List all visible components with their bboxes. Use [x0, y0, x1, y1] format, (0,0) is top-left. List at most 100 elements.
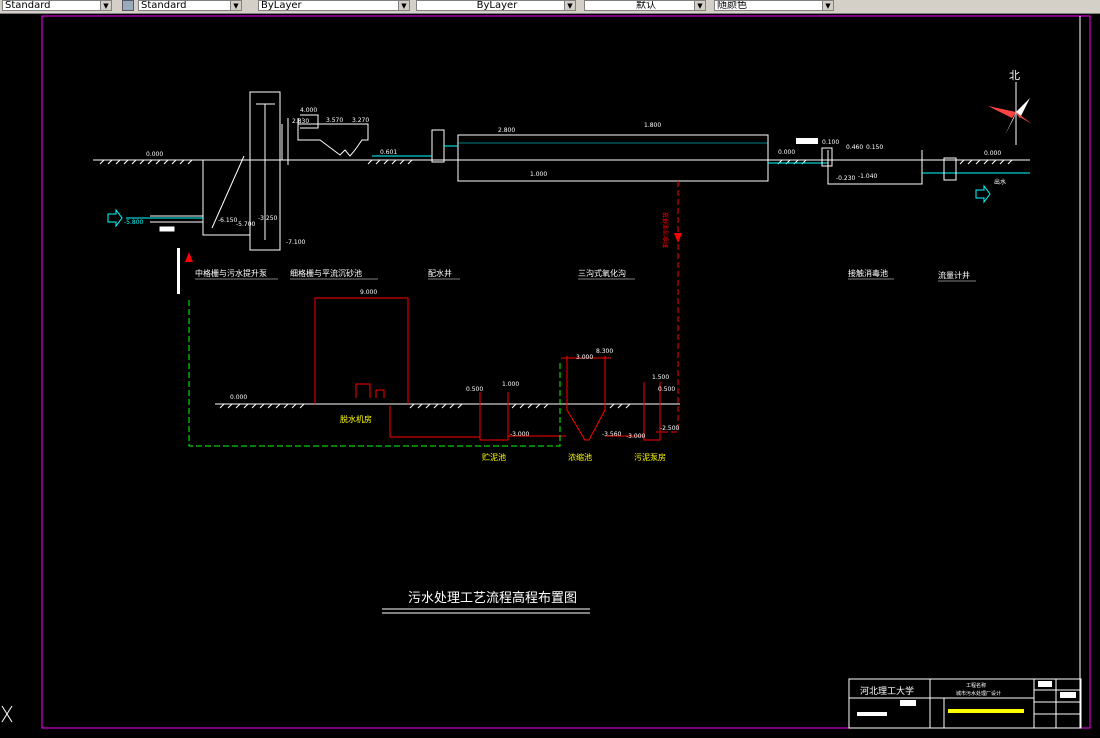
return-marker [177, 248, 180, 294]
title-block-school: 河北理工大学 [860, 685, 914, 697]
plot-style-value: 随颜色 [717, 0, 747, 11]
elev-27: 8.300 [596, 348, 613, 355]
dimension-style-icon[interactable] [122, 0, 134, 11]
chevron-down-icon[interactable]: ▼ [100, 1, 111, 10]
sludge-pipes [389, 406, 644, 438]
linetype-value: ByLayer [261, 0, 302, 11]
label-grit-chamber: 细格栅与平流沉砂池 [290, 268, 362, 278]
elev-9: 3.270 [352, 117, 369, 124]
color-select[interactable]: 默认 ▼ [584, 0, 706, 11]
ground-line-lower [215, 403, 680, 409]
elev-19: -0.230 [836, 175, 856, 182]
unit-sludge-pump-house [643, 382, 661, 441]
label-sludge-pump-house: 污泥泵房 [634, 452, 666, 462]
elev-21: 0.000 [984, 150, 1001, 157]
label-thickener: 浓缩池 [568, 452, 592, 462]
linetype-select[interactable]: ByLayer ▼ [258, 0, 410, 11]
elev-11: 0.601 [380, 149, 397, 156]
sludge-waste-label: 剩余污泥排放 [662, 212, 670, 248]
label-distribution-well: 配水井 [428, 268, 452, 278]
unit-grit-chamber [297, 114, 369, 157]
north-label: 北 [1009, 69, 1020, 82]
unit-contact-tank [827, 150, 923, 185]
chevron-down-icon[interactable]: ▼ [564, 1, 575, 10]
elev-7: 4.000 [300, 107, 317, 114]
return-flow-arrow-icon [185, 252, 193, 262]
elev-16: 0.100 [822, 139, 839, 146]
drawing-canvas[interactable]: 北 剩余污泥排放 中格栅与污水提升泵 细格栅与平流沉砂池 配水井 三沟式氧化沟 … [0, 13, 1100, 738]
elev-3: -6.150 [218, 217, 238, 224]
elev-14: 1.000 [530, 171, 547, 178]
elev-8: 3.570 [326, 117, 343, 124]
unit-coarse-screen-pump [150, 91, 289, 251]
label-coarse-screen-pump: 中格栅与污水提升泵 [195, 268, 267, 278]
outfall-label: 出水 [994, 178, 1006, 186]
elev-17: 0.460 [846, 144, 863, 151]
contact-inlet [821, 147, 833, 167]
elev-10: 2.830 [292, 118, 309, 125]
label-flow-meter-well: 流量计井 [938, 270, 970, 280]
unit-flow-meter-well [943, 157, 957, 181]
title-block: 河北理工大学 工程名称 城市污水处理厂设计 [848, 678, 1082, 729]
ucs-icon [1, 705, 13, 723]
elev-18: 0.150 [866, 144, 883, 151]
sludge-waste-line [656, 181, 679, 433]
color-value: 默认 [636, 0, 656, 11]
elev-31: 0.500 [658, 386, 675, 393]
lineweight-value: ByLayer [476, 0, 518, 11]
chevron-down-icon[interactable]: ▼ [694, 1, 705, 10]
elev-1: 0.000 [146, 151, 163, 158]
drawing-title: 污水处理工艺流程高程布置图 [408, 590, 577, 606]
lineweight-select[interactable]: ByLayer ▼ [416, 0, 576, 11]
chevron-down-icon[interactable]: ▼ [822, 1, 833, 10]
plot-style-select[interactable]: 随颜色 ▼ [714, 0, 834, 11]
elev-2: -5.800 [124, 219, 144, 226]
elev-6: -7.100 [286, 239, 306, 246]
ground-line-upper [93, 159, 1030, 165]
elev-15: 0.000 [778, 149, 795, 156]
weir-block [796, 138, 818, 144]
label-oxidation-ditch: 三沟式氧化沟 [578, 268, 626, 278]
unit-distribution-well [431, 129, 445, 163]
unit-oxidation-ditch [457, 134, 769, 182]
elev-26: -3.000 [510, 431, 530, 438]
label-sludge-storage: 贮泥池 [482, 452, 506, 462]
elev-22: 9.000 [360, 289, 377, 296]
dewatering-machine-icon [355, 383, 385, 398]
elev-28: 3.000 [576, 354, 593, 361]
text-style-select[interactable]: Standard ▼ [2, 0, 112, 11]
elev-25: 0.500 [466, 386, 483, 393]
label-dewatering-house: 脱水机房 [340, 414, 372, 424]
text-style-value: Standard [5, 0, 51, 11]
drawing-border [41, 15, 1091, 729]
elev-29: -3.560 [602, 431, 622, 438]
sludge-flow-arrow-icon [674, 233, 682, 243]
unit-sludge-storage [479, 392, 509, 441]
elev-23: 0.000 [230, 394, 247, 401]
label-underlines [195, 278, 976, 282]
dim-style-select[interactable]: Standard ▼ [138, 0, 242, 11]
elev-12: 2.800 [498, 127, 515, 134]
inflow-arrow-icon [107, 208, 123, 228]
chevron-down-icon[interactable]: ▼ [230, 1, 241, 10]
unit-dewatering-house [314, 297, 409, 404]
elev-32: -2.500 [660, 425, 680, 432]
title-block-drawing-name: 城市污水处理厂设计 [956, 690, 1001, 697]
outflow-arrow-icon [975, 184, 991, 204]
unit-thickener [566, 356, 606, 441]
elev-24: 1.000 [502, 381, 519, 388]
properties-toolbar: Standard ▼ Standard ▼ ByLayer ▼ ByLayer ▼ 默认… [0, 0, 1100, 14]
title-block-project: 工程名称 [966, 682, 986, 689]
elev-33: -3.000 [626, 433, 646, 440]
elev-5: -3.250 [258, 215, 278, 222]
label-contact-tank: 接触消毒池 [848, 268, 888, 278]
elev-13: 1.800 [644, 122, 661, 129]
chevron-down-icon[interactable]: ▼ [398, 1, 409, 10]
dim-style-value: Standard [141, 0, 187, 11]
north-arrow-icon: 北 [988, 69, 1032, 145]
supernatant-return-line [188, 300, 561, 447]
elev-4: -5.700 [236, 221, 256, 228]
elev-30: 1.500 [652, 374, 669, 381]
elev-20: -1.040 [858, 173, 878, 180]
elevation-tags: 0.000 -5.800 -6.150 -5.700 -3.250 -7.100… [124, 107, 1006, 440]
